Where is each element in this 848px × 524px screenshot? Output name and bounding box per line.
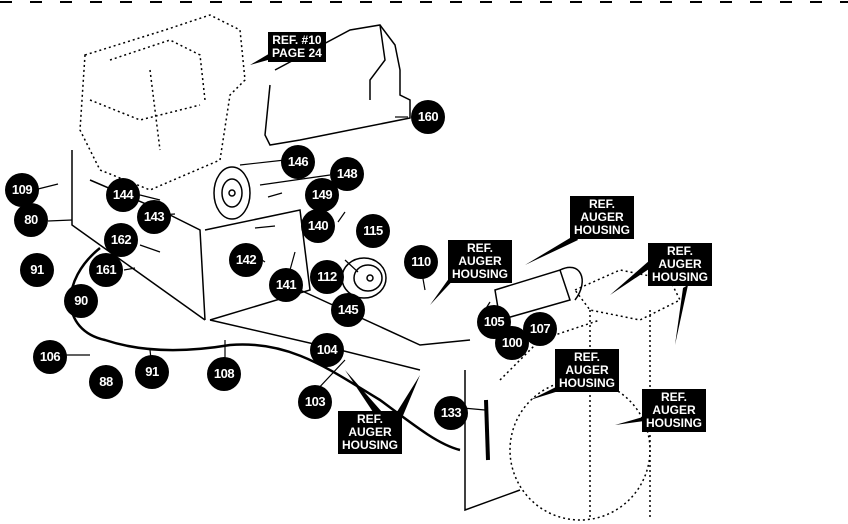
callout-109: 109: [5, 173, 39, 207]
ref-auger-housing-label: REF. AUGER HOUSING: [648, 243, 713, 286]
callout-140: 140: [301, 209, 335, 243]
callout-103: 103: [298, 385, 332, 419]
callout-133: 133: [434, 396, 468, 430]
ref-auger-housing-label: REF. AUGER HOUSING: [642, 389, 707, 432]
callout-88: 88: [89, 365, 123, 399]
callout-144: 144: [106, 178, 140, 212]
callout-162: 162: [104, 223, 138, 257]
callout-115: 115: [356, 214, 390, 248]
callout-105: 105: [477, 305, 511, 339]
ref-auger-housing-label: REF. AUGER HOUSING: [555, 349, 620, 392]
ref-pointers: [250, 52, 688, 425]
callout-112: 112: [310, 260, 344, 294]
callout-146: 146: [281, 145, 315, 179]
callout-80: 80: [14, 203, 48, 237]
callout-104: 104: [310, 333, 344, 367]
callout-160: 160: [411, 100, 445, 134]
pulley-upper: [213, 166, 251, 220]
callout-91: 91: [20, 253, 54, 287]
callout-91: 91: [135, 355, 169, 389]
spring-133: [484, 399, 490, 461]
belt-cover-outline: [264, 24, 411, 146]
callout-141: 141: [269, 268, 303, 302]
callout-106: 106: [33, 340, 67, 374]
ref-auger-housing-label: REF. AUGER HOUSING: [570, 196, 635, 239]
callout-108: 108: [207, 357, 241, 391]
callout-100: 100: [495, 326, 529, 360]
callout-90: 90: [64, 284, 98, 318]
callout-142: 142: [229, 243, 263, 277]
ref-auger-housing-label: REF. AUGER HOUSING: [338, 411, 403, 454]
callout-110: 110: [404, 245, 438, 279]
callout-161: 161: [89, 253, 123, 287]
callout-145: 145: [331, 293, 365, 327]
engine-outline: [79, 14, 246, 191]
ref-engine-label: REF. #10 PAGE 24: [268, 32, 326, 62]
ref-auger-housing-label: REF. AUGER HOUSING: [448, 240, 513, 283]
callout-149: 149: [305, 178, 339, 212]
callout-143: 143: [137, 200, 171, 234]
